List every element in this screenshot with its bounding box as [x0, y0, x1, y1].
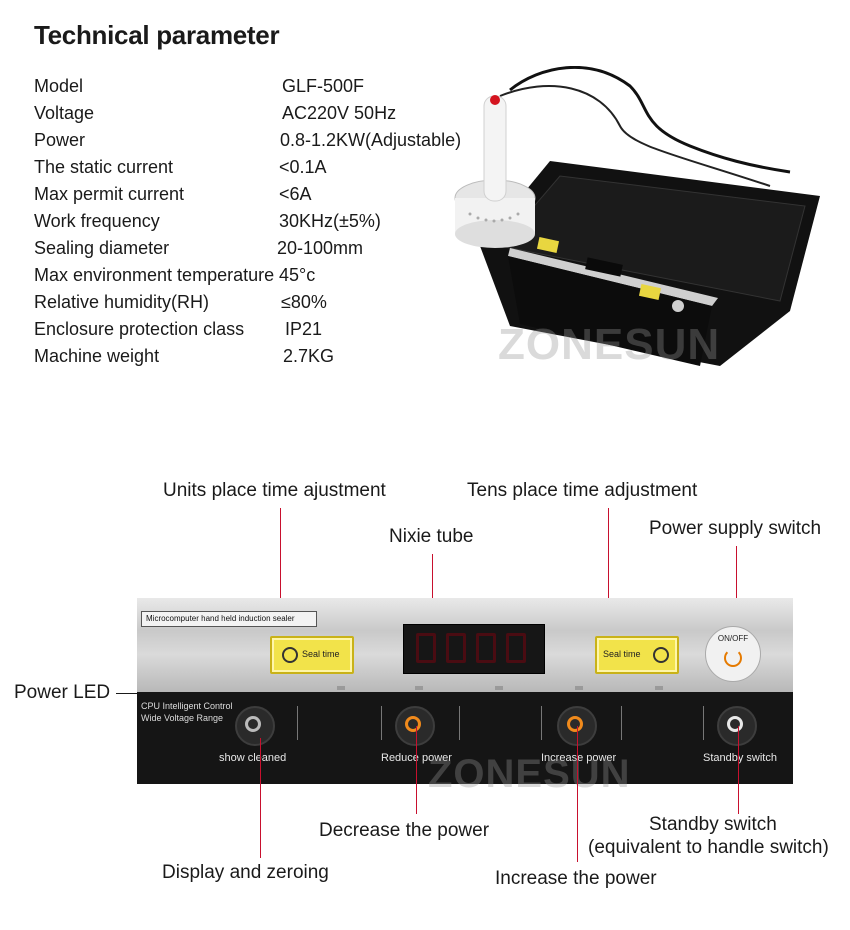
spec-value: 30KHz(±5%)	[279, 211, 381, 231]
spec-label: Voltage	[34, 103, 95, 123]
watermark: ZONESUN	[428, 752, 631, 796]
callout-power-led: Power LED	[14, 682, 111, 703]
spec-row: Sealing diameter 20-100mm	[34, 238, 474, 265]
spec-row: Power 0.8-1.2KW(Adjustable)	[34, 130, 474, 157]
control-panel: Microcomputer hand held induction sealer…	[137, 598, 793, 784]
spec-label: Power	[34, 130, 86, 150]
callout-power-supply: Power supply switch	[649, 518, 822, 539]
spec-value: 45°c	[279, 265, 316, 285]
spec-row: Enclosure protection class IP21	[34, 319, 474, 346]
spec-row: Model GLF-500F	[34, 76, 474, 103]
callout-display-zero: Display and zeroing	[162, 862, 329, 883]
digit-4	[506, 633, 526, 663]
cpu-text: CPU Intelligent Control Wide Voltage Ran…	[141, 700, 233, 724]
spec-value: 0.8-1.2KW(Adjustable)	[280, 130, 462, 150]
separator	[621, 706, 622, 740]
callout-standby-note: (equivalent to handle switch)	[588, 837, 829, 858]
timer-icon	[282, 647, 298, 663]
spec-row: Relative humidity(RH) ≤80%	[34, 292, 474, 319]
indicator-led	[495, 686, 503, 690]
spec-value: IP21	[285, 319, 323, 339]
display-zero-button[interactable]	[235, 706, 275, 746]
panel-bottom: CPU Intelligent Control Wide Voltage Ran…	[137, 692, 793, 784]
spec-label: Max environment temperature	[34, 265, 275, 285]
callout-increase: Increase the power	[495, 868, 657, 889]
spec-row: The static current <0.1A	[34, 157, 474, 184]
power-up-icon	[567, 716, 583, 732]
callout-line-display	[260, 738, 261, 858]
spec-label: Sealing diameter	[34, 238, 170, 258]
spec-value: <0.1A	[279, 157, 327, 177]
spec-label: The static current	[34, 157, 174, 177]
standby-label: Standby switch	[703, 752, 777, 764]
power-icon	[724, 649, 742, 667]
spec-value: <6A	[279, 184, 312, 204]
cpu-line-1: CPU Intelligent Control	[141, 701, 233, 711]
seal-time-label: Seal time	[603, 649, 641, 659]
power-led	[337, 686, 345, 690]
spec-label: Work frequency	[34, 211, 160, 231]
drop-icon	[245, 716, 261, 732]
callout-tens-place: Tens place time adjustment	[467, 480, 698, 501]
reduce-power-button[interactable]	[395, 706, 435, 746]
indicator-led	[655, 686, 663, 690]
callout-line-increase	[577, 726, 578, 862]
panel-top: Microcomputer hand held induction sealer…	[137, 598, 793, 692]
spec-value: 2.7KG	[283, 346, 335, 366]
spec-value: AC220V 50Hz	[282, 103, 397, 123]
watermark: ZONESUN	[498, 320, 721, 369]
nixie-display	[403, 624, 545, 674]
indicator-led	[415, 686, 423, 690]
power-down-icon	[405, 716, 421, 732]
separator	[703, 706, 704, 740]
digit-1	[416, 633, 436, 663]
spec-row: Work frequency 30KHz(±5%)	[34, 211, 474, 238]
separator	[541, 706, 542, 740]
callout-decrease: Decrease the power	[319, 820, 490, 841]
display-zero-label: show cleaned	[219, 752, 287, 764]
power-switch[interactable]: ON/OFF	[705, 626, 761, 682]
callout-nixie: Nixie tube	[389, 526, 474, 547]
indicator-led	[575, 686, 583, 690]
timer-icon	[653, 647, 669, 663]
spec-value: GLF-500F	[282, 76, 365, 96]
separator	[381, 706, 382, 740]
product-photo	[454, 66, 820, 366]
callout-units-place: Units place time ajustment	[163, 480, 386, 501]
onoff-label: ON/OFF	[717, 634, 749, 643]
callout-line-units	[280, 508, 281, 636]
spec-row: Machine weight 2.7KG	[34, 346, 474, 373]
separator	[459, 706, 460, 740]
standby-button[interactable]	[717, 706, 757, 746]
page-title: Technical parameter	[34, 20, 280, 50]
spec-label: Relative humidity(RH)	[34, 292, 210, 312]
seal-time-label: Seal time	[302, 649, 340, 659]
spec-row: Voltage AC220V 50Hz	[34, 103, 474, 130]
panel-header-label: Microcomputer hand held induction sealer	[141, 611, 317, 627]
callout-line-decrease	[416, 726, 417, 814]
spec-label: Enclosure protection class	[34, 319, 245, 339]
spec-row: Max permit current <6A	[34, 184, 474, 211]
increase-power-label: Increase power	[541, 752, 617, 764]
cpu-line-2: Wide Voltage Range	[141, 713, 224, 723]
standby-icon	[727, 716, 743, 732]
callout-line-tens	[608, 508, 609, 636]
spec-label: Model	[34, 76, 84, 96]
seal-time-units-button[interactable]: Seal time	[270, 636, 354, 674]
digit-2	[446, 633, 466, 663]
spec-label: Machine weight	[34, 346, 160, 366]
callout-line-power-supply	[736, 546, 737, 624]
callout-line-standby	[738, 726, 739, 814]
spec-value: ≤80%	[281, 292, 327, 312]
callout-line-nixie	[432, 554, 433, 634]
spec-label: Max permit current	[34, 184, 185, 204]
seal-time-tens-button[interactable]: Seal time	[595, 636, 679, 674]
spec-value: 20-100mm	[277, 238, 364, 258]
callout-standby: Standby switch	[649, 814, 777, 835]
digit-3	[476, 633, 496, 663]
separator	[297, 706, 298, 740]
